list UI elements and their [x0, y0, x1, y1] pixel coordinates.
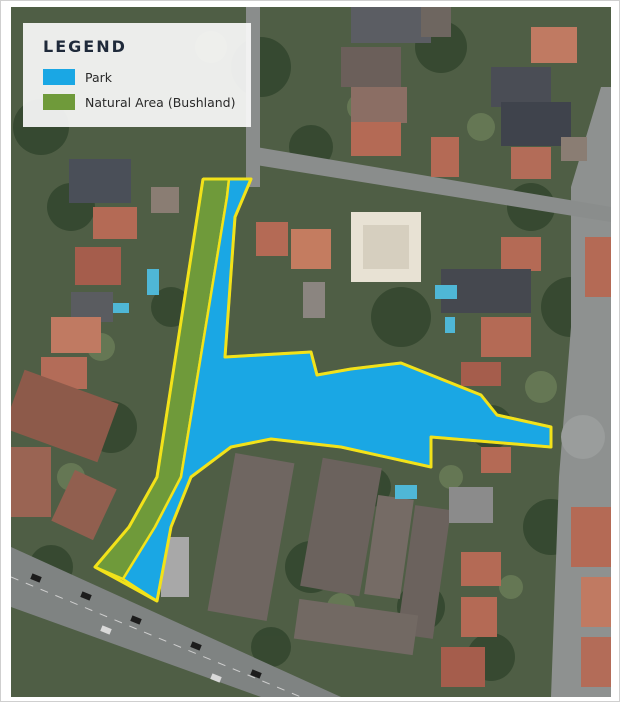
swimming-pools [113, 269, 457, 499]
legend-label-bushland: Natural Area (Bushland) [85, 94, 236, 110]
legend-swatch-park [43, 69, 75, 85]
map-legend: LEGEND Park Natural Area (Bushland) [23, 23, 251, 127]
legend-item-park: Park [43, 66, 237, 88]
road-lane-marking [11, 576, 302, 697]
vehicles [30, 573, 262, 683]
cul-de-sac [561, 415, 605, 459]
legend-item-bushland: Natural Area (Bushland) [43, 91, 237, 113]
main-road [11, 547, 341, 697]
legend-swatch-bushland [43, 94, 75, 110]
legend-label-park: Park [85, 69, 113, 85]
buildings [11, 7, 611, 687]
legend-title: LEGEND [43, 37, 127, 56]
site-boundary [93, 177, 553, 603]
aerial-map [11, 7, 611, 697]
side-street-north [256, 147, 611, 222]
